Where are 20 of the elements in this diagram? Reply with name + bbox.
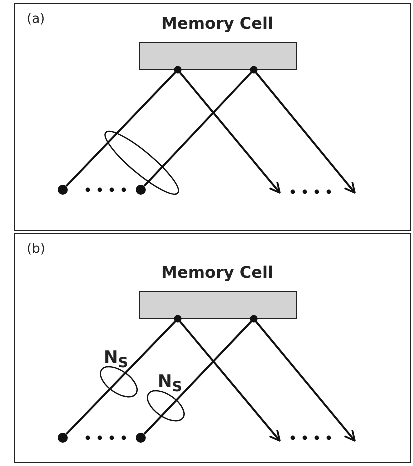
bundle-label: N$_{S}$: [104, 350, 128, 371]
terminal-dot: [136, 432, 146, 442]
panel-label: (b): [27, 242, 46, 257]
connector-line: [144, 66, 258, 188]
connector-line: [144, 315, 258, 436]
arrow: [253, 318, 356, 442]
arrow: [253, 69, 356, 194]
arrow: [177, 318, 281, 442]
terminal-dot: [136, 184, 146, 194]
connector-line: [66, 315, 182, 436]
connector-line: [66, 66, 182, 188]
panel-label: (a): [27, 12, 46, 27]
panel-frame: [14, 233, 411, 463]
terminal-dot: [58, 432, 68, 442]
cell-title: Memory Cell: [160, 262, 274, 282]
cell-title: Memory Cell: [160, 14, 274, 32]
panel-frame: [14, 3, 411, 231]
terminal-dot: [58, 184, 68, 194]
bundle-label: N$_{S}$: [158, 374, 182, 395]
arrow: [177, 69, 281, 194]
